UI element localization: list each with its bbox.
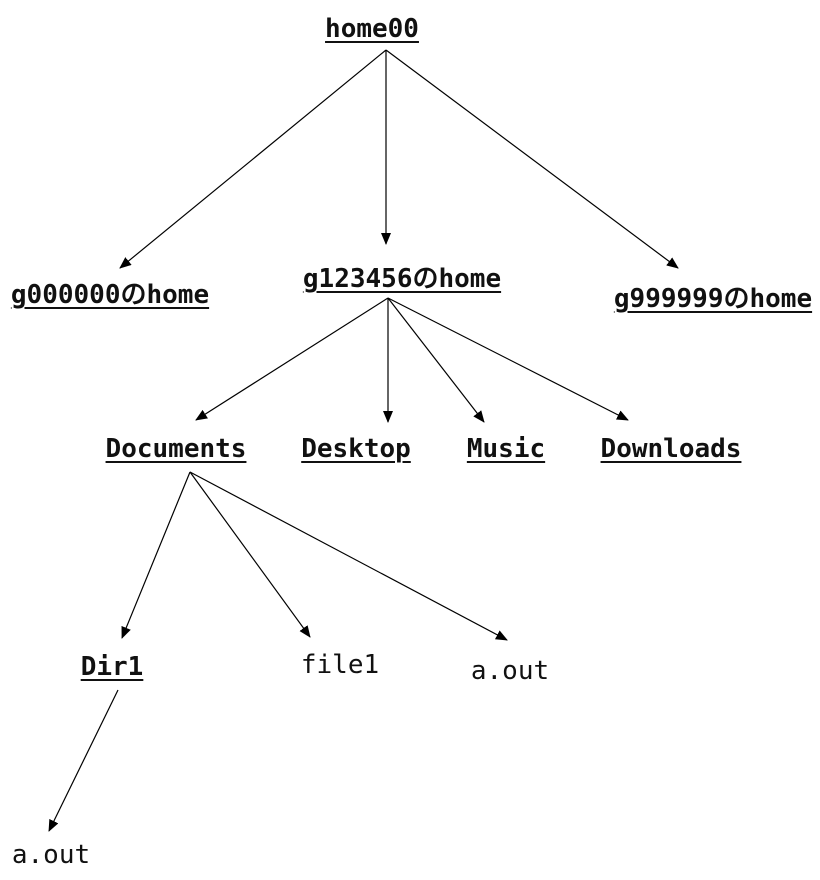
edge-g123456-to-documents xyxy=(195,297,389,421)
edge-documents-to-file1 xyxy=(189,471,311,638)
node-dir1-a-out[interactable]: a.out xyxy=(11,840,91,870)
node-music[interactable]: Music xyxy=(466,434,546,464)
node-user-g999999[interactable]: g999999のhome xyxy=(613,284,813,314)
node-user-g123456[interactable]: g123456のhome xyxy=(302,264,502,294)
edge-documents-to-dir1 xyxy=(121,471,191,639)
node-documents[interactable]: Documents xyxy=(105,434,247,464)
node-desktop[interactable]: Desktop xyxy=(301,434,411,464)
edge-g123456-to-music xyxy=(387,297,485,423)
node-file1[interactable]: file1 xyxy=(300,650,380,680)
node-a-out[interactable]: a.out xyxy=(470,656,550,686)
edge-dir1-to-a-out xyxy=(48,689,119,832)
edge-root-to-g000000 xyxy=(119,49,387,269)
edge-documents-to-a-out xyxy=(189,471,508,641)
node-root[interactable]: home00 xyxy=(325,14,419,44)
edge-root-to-g999999 xyxy=(385,49,679,269)
edge-g123456-to-downloads xyxy=(387,297,629,421)
node-dir1[interactable]: Dir1 xyxy=(80,652,144,682)
node-downloads[interactable]: Downloads xyxy=(600,434,742,464)
node-user-g000000[interactable]: g000000のhome xyxy=(10,280,210,310)
